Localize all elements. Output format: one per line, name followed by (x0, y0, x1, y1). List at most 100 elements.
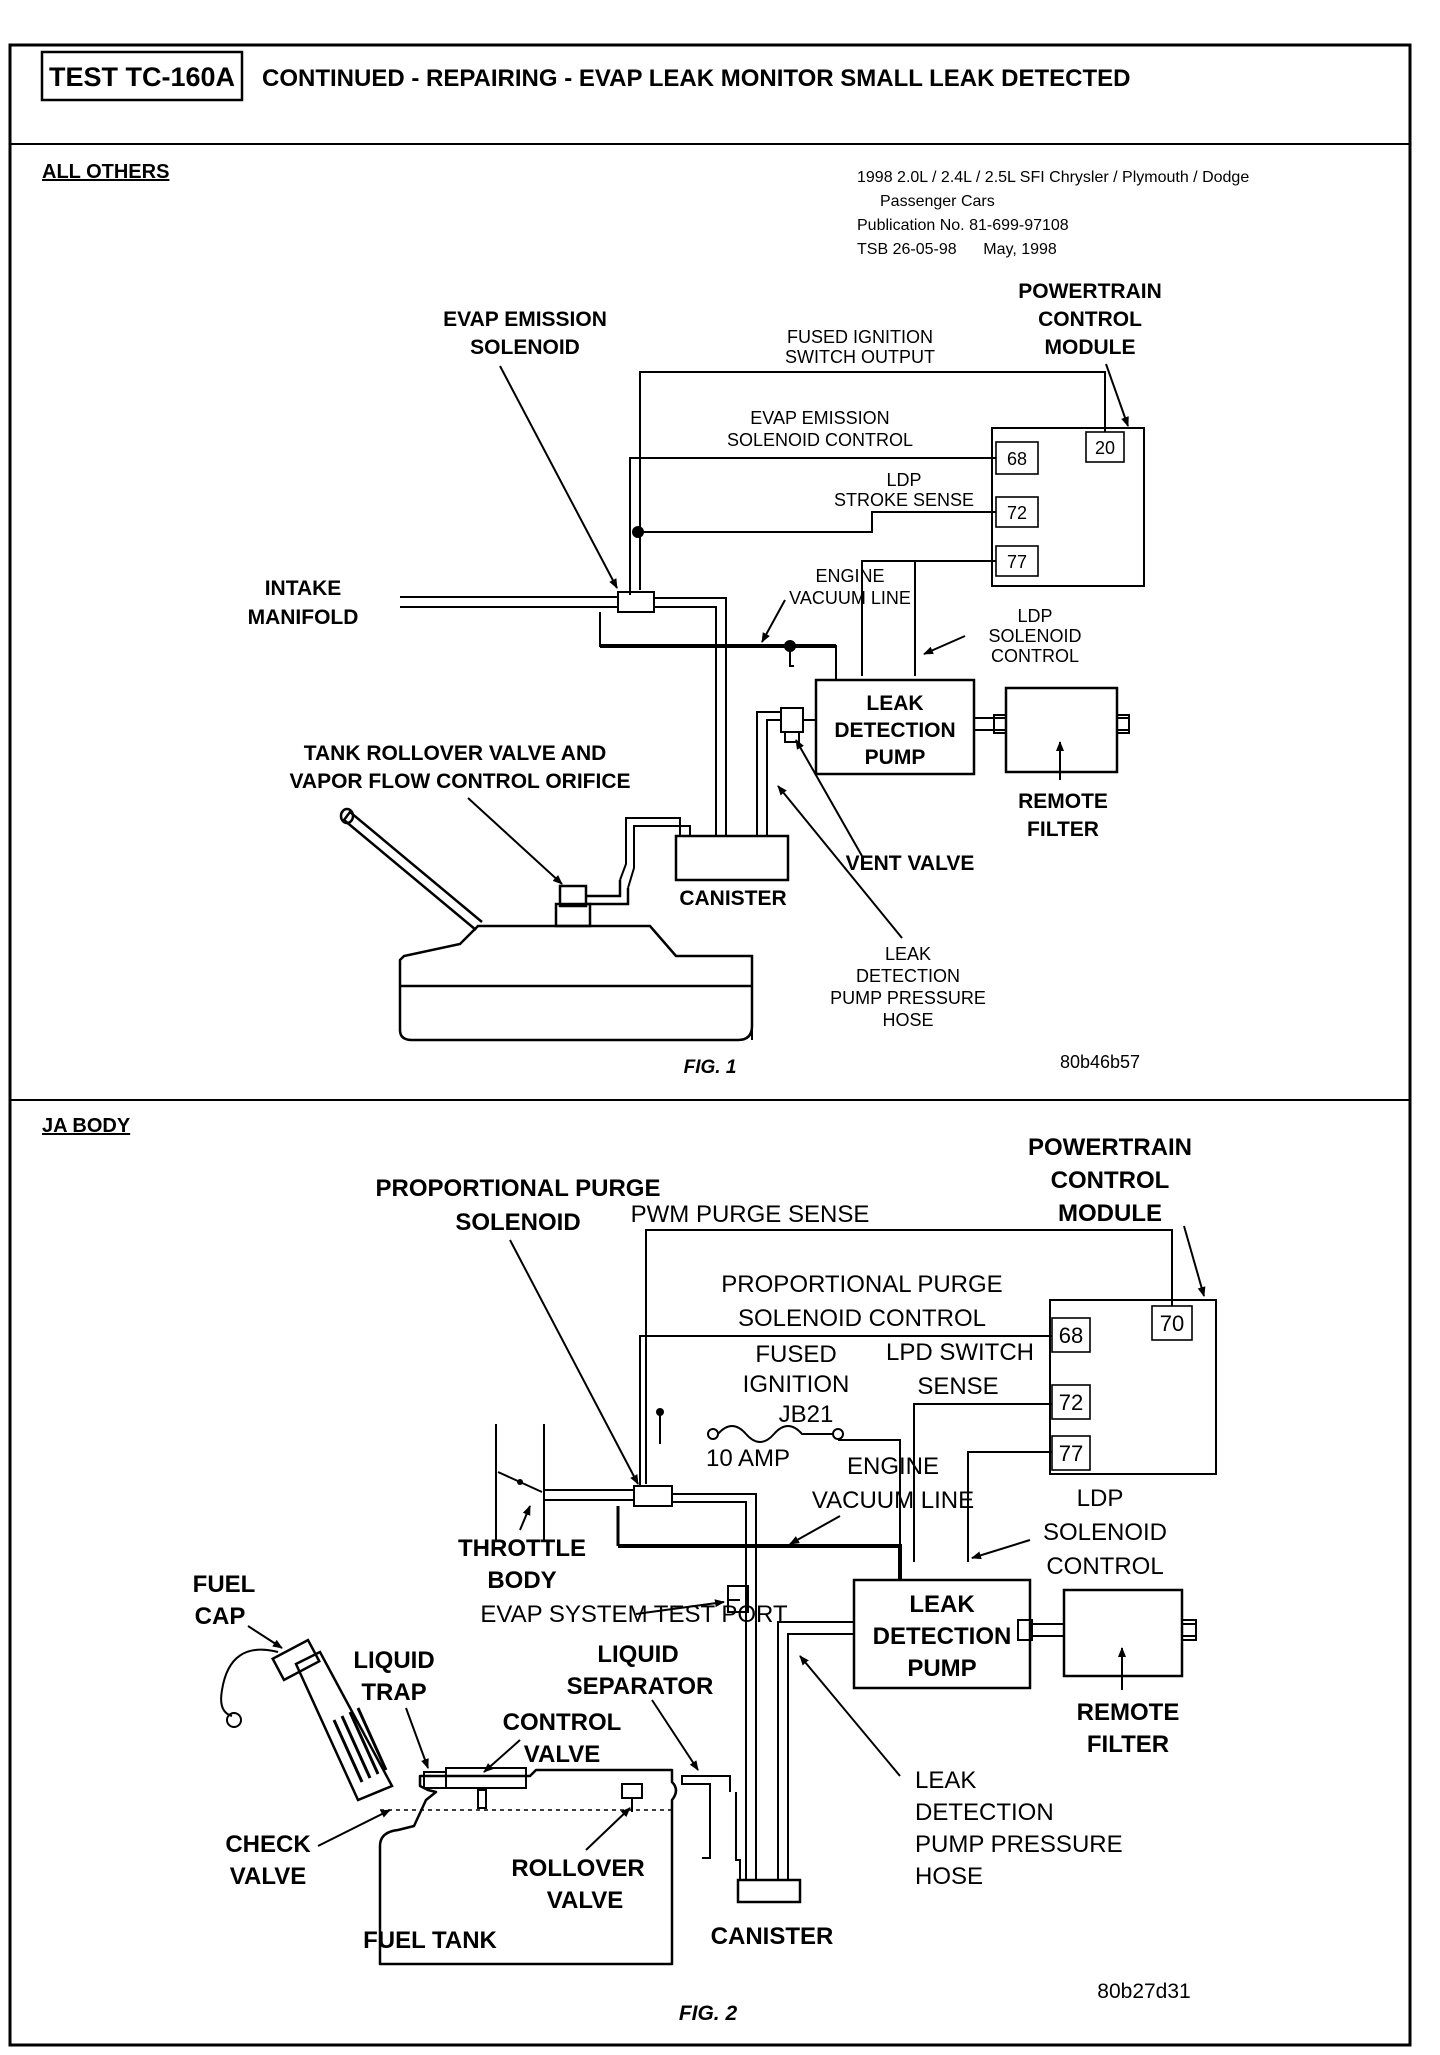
pcm-1: POWERTRAIN CONTROL MODULE 20 68 72 77 (991, 280, 1162, 587)
liquid-trap-pointer (405, 1707, 429, 1769)
liquid-sep-label-1: LIQUID (597, 1641, 678, 1668)
ldp-2-label-2: DETECTION (873, 1623, 1012, 1650)
hose-1-label-2: DETECTION (856, 966, 960, 986)
fig1-section-label: ALL OTHERS (42, 161, 169, 183)
fig1-wiring (629, 371, 1106, 676)
control-valve-label-2: VALVE (524, 1741, 600, 1768)
check-valve-label-1: CHECK (225, 1831, 311, 1858)
rollover-label-1: ROLLOVER (511, 1855, 644, 1882)
pcm-2-box (1049, 1299, 1217, 1475)
pcm-1-pin-68-label: 68 (1007, 449, 1027, 469)
throttle-label-2: BODY (487, 1567, 556, 1594)
pub-line-1: 1998 2.0L / 2.4L / 2.5L SFI Chrysler / P… (857, 169, 1249, 186)
check-valve-pointer (317, 1809, 391, 1847)
ldp-2-outlet-fitting (1017, 1619, 1033, 1641)
pcm-1-label-2: CONTROL (1038, 308, 1142, 331)
splice-dot-2 (784, 640, 796, 652)
fuel-cap-label-2: CAP (195, 1603, 246, 1630)
fused-label-3: JB21 (779, 1401, 834, 1428)
pressure-hose-pointer (777, 785, 903, 939)
liquid-trap-label-1: LIQUID (353, 1647, 434, 1674)
fig2-section-label: JA BODY (42, 1115, 131, 1137)
canister-1-label: CANISTER (679, 887, 786, 910)
ldp-sol-label-1: LDP (1017, 606, 1052, 626)
pps-label-1: PROPORTIONAL PURGE (376, 1175, 661, 1202)
ldp-1-label-2: DETECTION (834, 719, 955, 742)
tank-valve-pointer (467, 797, 563, 885)
ldp-1-label-1: LEAK (866, 692, 923, 715)
splice-dot-3 (656, 1408, 664, 1416)
liquid-sep-label-2: SEPARATOR (567, 1673, 714, 1700)
lpd-label-2: SENSE (917, 1373, 998, 1400)
ldp-sol-pointer (923, 635, 966, 655)
fused-label-1: FUSED (755, 1341, 836, 1368)
canister-2 (736, 1878, 802, 1904)
evap-control-label-2: SOLENOID CONTROL (727, 430, 913, 450)
remote-filter-2-label-1: REMOTE (1077, 1699, 1180, 1726)
engine-vac-2-label-1: ENGINE (847, 1453, 939, 1480)
tether-ring (226, 1712, 242, 1728)
fig2-caption: FIG. 2 (679, 2002, 738, 2025)
vent-valve-base (784, 731, 800, 743)
hose-1-label-1: LEAK (885, 944, 931, 964)
pcm-1-pin-20-label: 20 (1095, 438, 1115, 458)
pressure-hose-2-pointer (799, 1655, 901, 1777)
filler-neck (220, 1638, 394, 1802)
check-valve-label-2: VALVE (230, 1863, 306, 1890)
fig2-wiring (639, 1229, 1173, 1562)
ldp-sol-2-pointer (971, 1539, 1031, 1560)
fig1-hoses (400, 596, 1128, 889)
vent-valve-label: VENT VALVE (846, 852, 975, 875)
remote-filter-2-label-2: FILTER (1087, 1731, 1169, 1758)
fused-ign-label-2: SWITCH OUTPUT (785, 347, 935, 367)
ldp-2-label-1: LEAK (909, 1591, 975, 1618)
ldp-sol-label-2: SOLENOID (988, 626, 1081, 646)
ldp-stroke-label-1: LDP (886, 470, 921, 490)
liquid-trap-label-2: TRAP (361, 1679, 426, 1706)
intake-label-2: MANIFOLD (248, 606, 359, 629)
pcm-1-pin-72-label: 72 (1007, 503, 1027, 523)
vapor-hardware (423, 1767, 643, 1812)
throttle-label-1: THROTTLE (458, 1535, 586, 1562)
hose-2-label-2: DETECTION (915, 1799, 1054, 1826)
test-port-label: EVAP SYSTEM TEST PORT (480, 1601, 788, 1628)
pcm-1-box (991, 427, 1145, 587)
fuel-cap-pointer (247, 1625, 283, 1649)
fig1-code: 80b46b57 (1060, 1052, 1140, 1072)
page-title: CONTINUED - REPAIRING - EVAP LEAK MONITO… (262, 65, 1130, 92)
hose-2-label-4: HOSE (915, 1863, 983, 1890)
evap-control-label-1: EVAP EMISSION (750, 408, 889, 428)
control-valve-pointer (483, 1739, 521, 1773)
tank-valve-label-2: VAPOR FLOW CONTROL ORIFICE (289, 770, 630, 793)
fig2-code: 80b27d31 (1097, 1980, 1190, 2003)
engine-vacuum-line-2 (618, 1544, 902, 1580)
fig2-hoses (544, 1489, 1196, 1880)
rollover-label-2: VALVE (547, 1887, 623, 1914)
pps-ctrl-label-1: PROPORTIONAL PURGE (721, 1271, 1002, 1298)
lpd-label-1: LPD SWITCH (886, 1339, 1034, 1366)
test-port-pointer (635, 1599, 725, 1615)
fuel-cap-label-1: FUEL (193, 1571, 256, 1598)
ldp-stroke-label-2: STROKE SENSE (834, 490, 974, 510)
pcm-2-pin-70-label: 70 (1160, 1311, 1184, 1336)
pcm-2-label-1: POWERTRAIN (1028, 1134, 1192, 1161)
figure-2: JA BODY POWERTRAIN CONTROL MODULE 70 68 … (42, 1115, 1217, 2025)
fuse-terminal-right (832, 1428, 844, 1440)
pcm-1-label-3: MODULE (1045, 336, 1136, 359)
fuel-tank-label: FUEL TANK (363, 1927, 497, 1954)
fused-label-2: IGNITION (743, 1371, 850, 1398)
pcm-2-label-2: CONTROL (1051, 1167, 1170, 1194)
pcm-2-pin-72-label: 72 (1059, 1390, 1083, 1415)
ldp-sol-2-label-3: CONTROL (1046, 1553, 1163, 1580)
pub-line-2: Passenger Cars (880, 193, 995, 210)
test-id-box (40, 50, 244, 102)
fused-ign-label-1: FUSED IGNITION (787, 327, 933, 347)
hose-1-label-3: PUMP PRESSURE (830, 988, 986, 1008)
rollover-pointer (585, 1807, 631, 1851)
engine-vac-label-2: VACUUM LINE (789, 588, 911, 608)
ldp-1-label-3: PUMP (865, 746, 926, 769)
ldp-sol-label-3: CONTROL (991, 646, 1079, 666)
fuse-terminal-left (707, 1428, 719, 1440)
engine-vac-pointer (761, 599, 786, 643)
